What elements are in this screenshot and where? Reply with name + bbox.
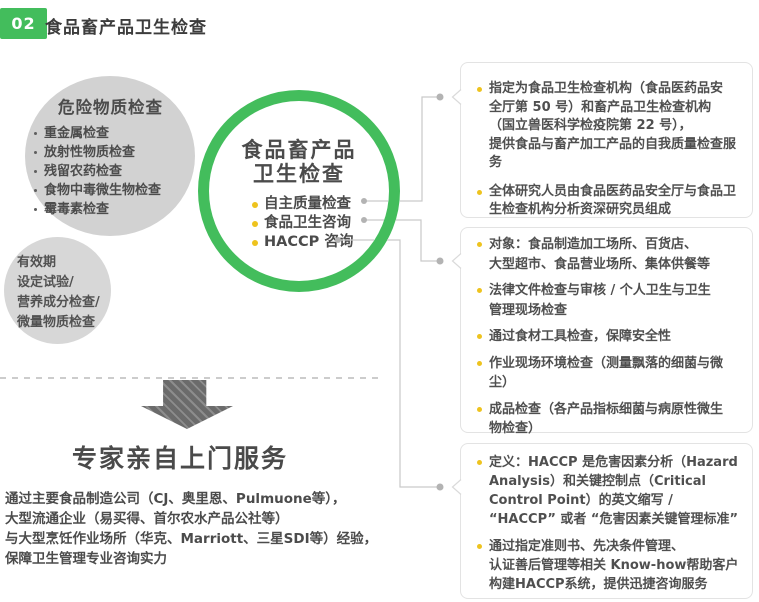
hazard-item: 重金属检查 xyxy=(34,124,195,143)
page-title: 食品畜产品卫生检查 xyxy=(45,18,207,38)
bullet-item: 法律文件检查与审核 / 个人卫生与卫生 管理现场检查 xyxy=(477,281,742,320)
bullet-item: 通过食材工具检查，保障安全性 xyxy=(477,327,742,347)
info-box-bullet-list: 对象：食品制造加工场所、百货店、 大型超市、食品营业场所、集体供餐等 法律文件检… xyxy=(477,235,742,439)
info-box-hygiene-consulting: 对象：食品制造加工场所、百货店、 大型超市、食品营业场所、集体供餐等 法律文件检… xyxy=(460,227,753,436)
validity-test-circle: 有效期 设定试验/ 营养成分检查/ 微量物质检查 xyxy=(4,237,111,344)
center-circle-title: 食品畜产品 卫生检查 xyxy=(241,138,357,186)
center-item-list: 自主质量检查 食品卫生咨询 HACCP 咨询 xyxy=(252,195,389,252)
center-item: HACCP 咨询 xyxy=(252,233,389,252)
service-heading: 专家亲自上门服务 xyxy=(71,444,288,473)
bullet-item: 指定为食品卫生检查机构（食品医药品安 全厅第 50 号）和畜产品卫生检查机构 （… xyxy=(477,80,742,173)
info-box-bullet-list: 指定为食品卫生检查机构（食品医药品安 全厅第 50 号）和畜产品卫生检查机构 （… xyxy=(477,80,742,220)
hazard-item: 霉毒素检查 xyxy=(34,200,195,219)
bullet-item: 定义：HACCP 是危害因素分析（Hazard Analysis）和关键控制点（… xyxy=(477,453,742,529)
hazard-item-list: 重金属检查 放射性物质检查 残留农药检查 食物中毒微生物检查 霉毒素检查 xyxy=(34,124,195,219)
hazard-item: 残留农药检查 xyxy=(34,162,195,181)
center-item: 食品卫生咨询 xyxy=(252,214,389,233)
dashed-divider xyxy=(0,377,378,379)
section-number-badge: 02 xyxy=(0,8,47,39)
hazard-item: 放射性物质检查 xyxy=(34,143,195,162)
hazard-circle-title: 危险物质检查 xyxy=(58,98,163,117)
hazard-substance-circle: 危险物质检查 重金属检查 放射性物质检查 残留农药检查 食物中毒微生物检查 霉毒… xyxy=(25,76,195,236)
center-circle: 食品畜产品 卫生检查 自主质量检查 食品卫生咨询 HACCP 咨询 xyxy=(198,90,400,292)
bullet-item: 成品检查（各产品指标细菌与病原性微生 物检查） xyxy=(477,400,742,439)
bullet-item: 对象：食品制造加工场所、百货店、 大型超市、食品营业场所、集体供餐等 xyxy=(477,235,742,274)
bullet-item: 全体研究人员由食品医药品安全厅与食品卫 生检查机构分析资深研究员组成 xyxy=(477,183,742,220)
service-description: 通过主要食品制造公司（CJ、奥里恩、Pulmuone等）， 大型流通企业（易买得… xyxy=(5,491,378,567)
section-number: 02 xyxy=(11,14,36,33)
down-arrow-icon xyxy=(141,380,233,429)
info-box-haccp: 定义：HACCP 是危害因素分析（Hazard Analysis）和关键控制点（… xyxy=(460,443,753,599)
center-item: 自主质量检查 xyxy=(252,195,389,214)
bullet-item: 通过指定准则书、先决条件管理、 认证善后管理等相关 Know-how帮助客户 构… xyxy=(477,537,742,594)
bullet-item: 作业现场环境检查（测量飘落的细菌与微尘） xyxy=(477,354,742,393)
info-box-inspection-agency: 指定为食品卫生检查机构（食品医药品安 全厅第 50 号）和畜产品卫生检查机构 （… xyxy=(460,62,753,218)
hazard-item: 食物中毒微生物检查 xyxy=(34,181,195,200)
info-box-bullet-list: 定义：HACCP 是危害因素分析（Hazard Analysis）和关键控制点（… xyxy=(477,453,742,594)
connector-line-3 xyxy=(338,239,437,488)
